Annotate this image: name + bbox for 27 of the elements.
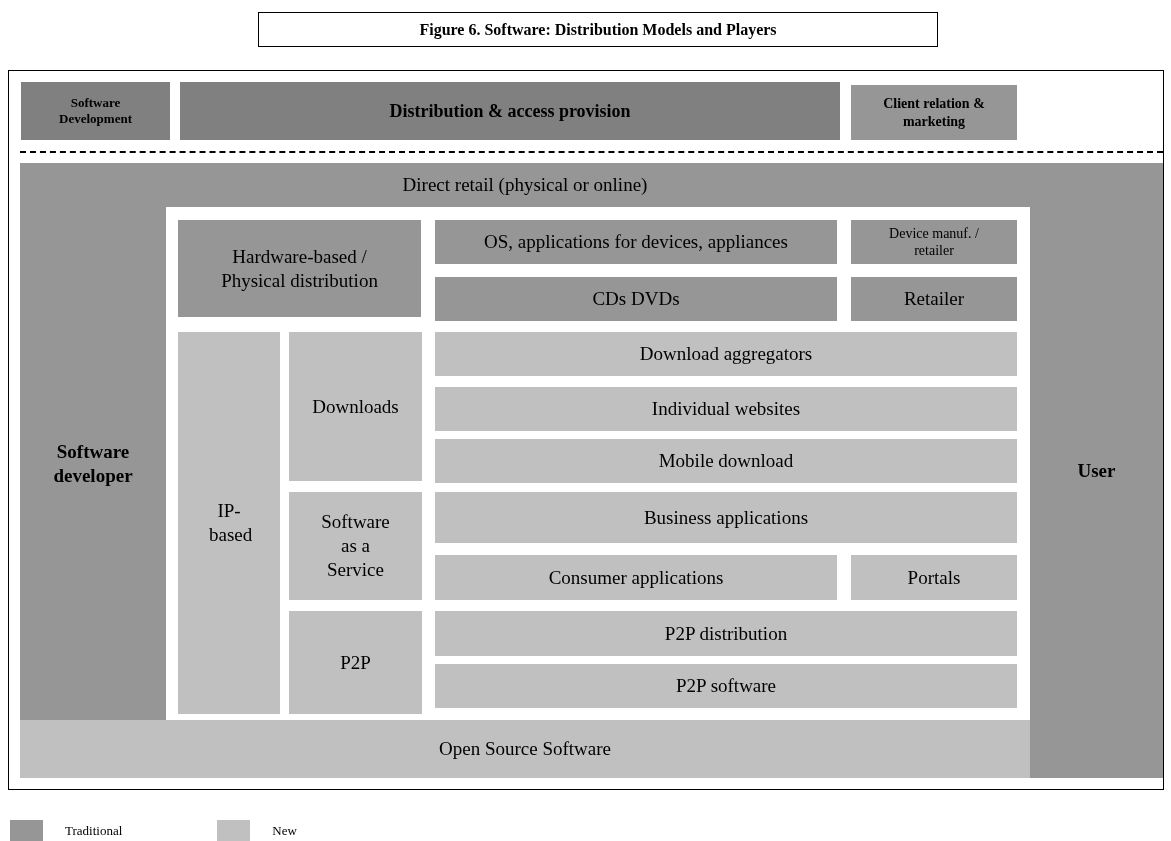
channel-box: P2P software (435, 664, 1017, 708)
actor-bar: Software developer (20, 207, 166, 720)
channel-box: IP-based (178, 332, 280, 714)
channel-box: Device manuf. / retailer (851, 220, 1017, 264)
actor-bar: User (1030, 163, 1163, 778)
legend-label: Traditional (65, 822, 123, 839)
channel-box: Hardware-based / Physical distribution (178, 220, 421, 317)
channel-box: Download aggregators (435, 332, 1017, 376)
channel-box: Open Source Software (20, 720, 1030, 778)
channel-box: Direct retail (physical or online) (20, 163, 1030, 207)
channel-box: Portals (851, 555, 1017, 600)
channel-box: P2P (289, 611, 422, 714)
channel-box: OS, applications for devices, appliances (435, 220, 837, 264)
channel-box: Individual websites (435, 387, 1017, 431)
legend-label: New (272, 822, 297, 839)
channel-box: Retailer (851, 277, 1017, 321)
channel-box: CDs DVDs (435, 277, 837, 321)
channel-box: Consumer applications (435, 555, 837, 600)
stage-header: Client relation & marketing (851, 85, 1017, 140)
channel-box: Mobile download (435, 439, 1017, 483)
stage-header: Software Development (21, 82, 170, 140)
figure-title: Figure 6. Software: Distribution Models and Players (258, 12, 938, 47)
stage-header: Distribution & access provision (180, 82, 840, 140)
channel-box: Business applications (435, 492, 1017, 543)
channel-box: Downloads (289, 332, 422, 481)
channel-box: P2P distribution (435, 611, 1017, 656)
channel-box: Software as a Service (289, 492, 422, 600)
